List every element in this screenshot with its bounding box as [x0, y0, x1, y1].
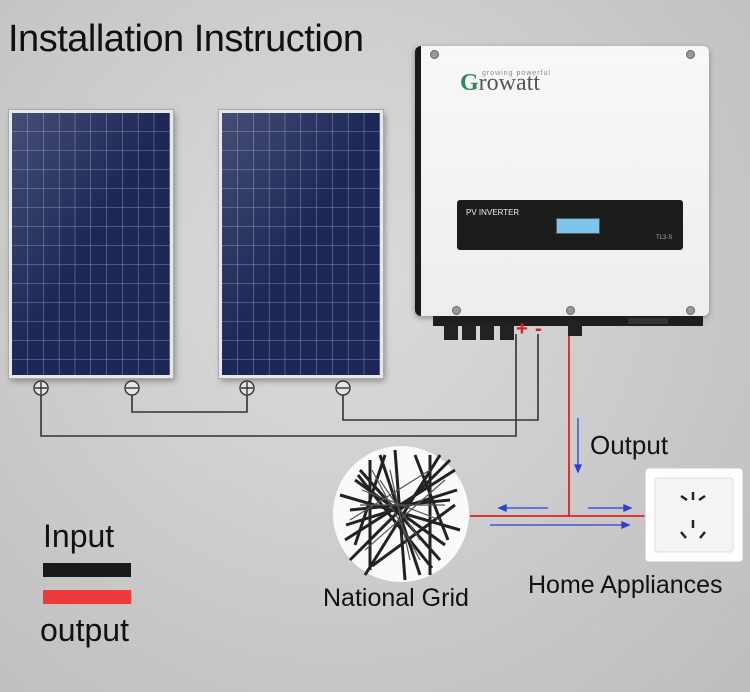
brand-name: rowatt	[478, 70, 540, 96]
solar-panel-right	[219, 110, 383, 378]
legend-input-swatch	[43, 563, 131, 577]
arrow-right-icon	[588, 504, 633, 512]
positive-terminal-label: +	[516, 318, 528, 340]
home-appliances-label: Home Appliances	[528, 571, 723, 599]
output-label: Output	[590, 430, 669, 460]
solar-panel-right-cells	[222, 113, 380, 375]
legend-output-label: output	[40, 612, 129, 648]
legend-input-label: Input	[43, 518, 115, 554]
terminal-negative-icon	[335, 380, 351, 396]
brand-logo: Growatt	[460, 70, 540, 97]
dc-input-wires	[40, 334, 539, 437]
terminal-positive-icon	[239, 380, 255, 396]
arrow-left-icon	[497, 504, 548, 512]
lcd-screen	[556, 218, 600, 234]
negative-terminal-label: -	[535, 318, 542, 340]
flow-arrows	[490, 418, 633, 529]
wall-socket-icon	[644, 467, 744, 563]
inverter-screw	[430, 50, 439, 59]
legend-output-swatch	[43, 590, 131, 604]
brand-initial: G	[460, 70, 479, 96]
pv-inverter	[415, 46, 709, 316]
solar-panel-left	[9, 110, 173, 378]
inverter-screw	[686, 306, 695, 315]
inverter-screw	[452, 306, 461, 315]
national-grid-tower-icon	[333, 446, 469, 582]
brand-tagline: growing powerful	[482, 70, 551, 77]
solar-panel-left-cells	[12, 113, 170, 375]
inverter-display-label: PV INVERTER	[466, 208, 520, 217]
national-grid-label: National Grid	[323, 584, 469, 612]
panel-terminals	[33, 380, 351, 396]
terminal-negative-icon	[124, 380, 140, 396]
inverter-screw	[686, 50, 695, 59]
inverter-model: TL3-S	[656, 235, 673, 241]
inverter-connectors	[444, 318, 668, 340]
arrow-right-icon	[490, 521, 631, 529]
inverter-screw	[566, 306, 575, 315]
terminal-positive-icon	[33, 380, 49, 396]
ac-output-wires	[470, 336, 648, 517]
arrow-down-icon	[574, 418, 582, 474]
diagram-title: Installation Instruction	[8, 18, 364, 60]
